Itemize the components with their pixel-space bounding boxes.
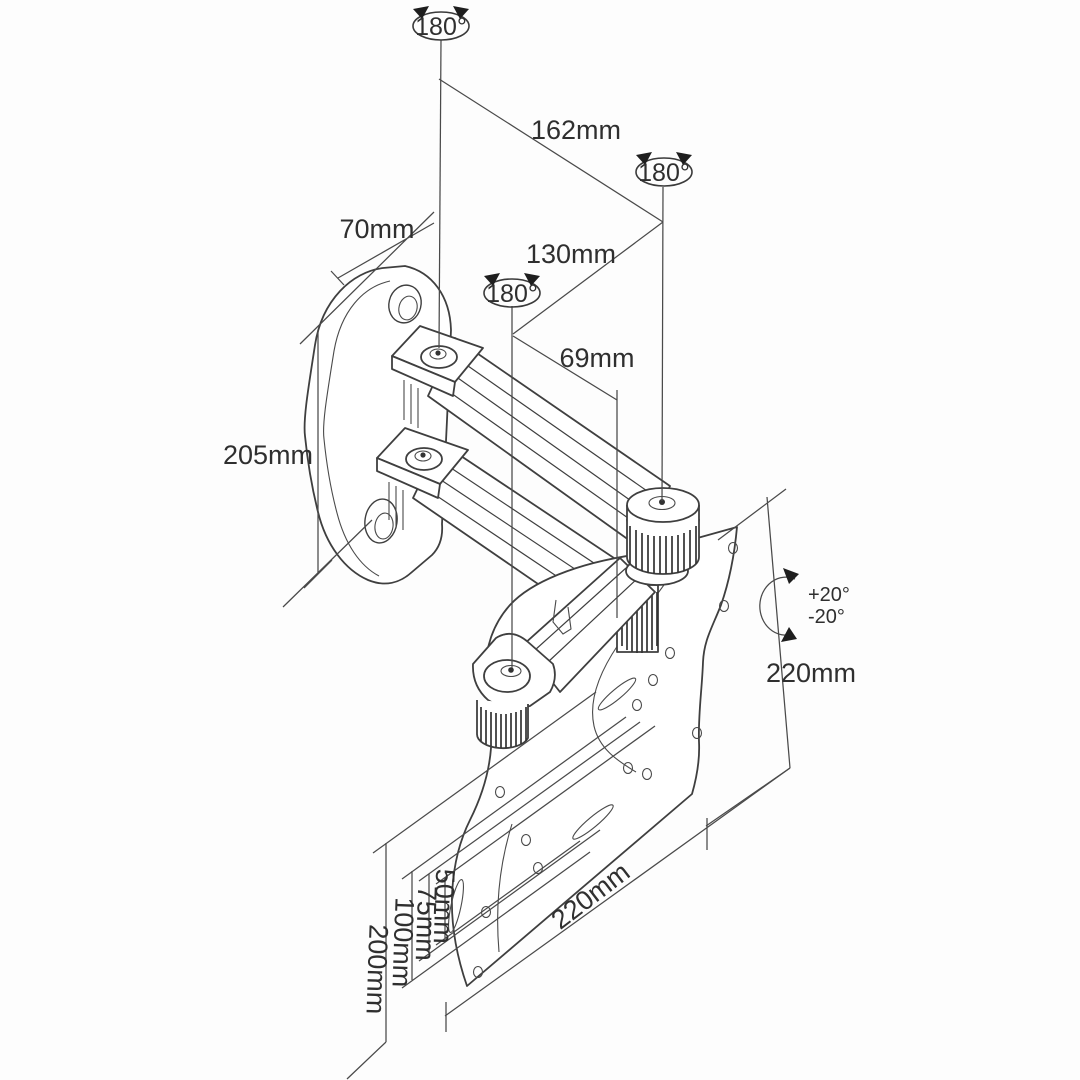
wall-upper-tab bbox=[391, 325, 484, 428]
tilt-arc bbox=[759, 568, 799, 642]
vesa-holes bbox=[472, 541, 739, 979]
vesa-slot bbox=[572, 804, 614, 840]
dim-label-205mm: 205mm bbox=[223, 440, 313, 470]
rotation-symbol-wall: 180° bbox=[412, 5, 470, 41]
swivel-front-label: 180° bbox=[486, 280, 538, 308]
cable-clip bbox=[552, 599, 572, 635]
dim-label-50mm: 50mm bbox=[428, 868, 461, 944]
dim-label-200mm: 200mm bbox=[360, 924, 393, 1015]
tilt-down-label: -20° bbox=[808, 606, 845, 628]
dim-line-220mm-width bbox=[444, 767, 791, 1032]
dim-label-75mm: 75mm bbox=[410, 885, 443, 961]
rotation-symbol-mid: 180° bbox=[635, 151, 693, 187]
vesa-dimension-lines bbox=[346, 691, 656, 1080]
mid-joint-knob bbox=[625, 487, 700, 586]
wall-lower-pivot-washer bbox=[405, 447, 443, 471]
dim-label-70mm: 70mm bbox=[339, 214, 414, 244]
dim-label-220mm-height: 220mm bbox=[766, 658, 856, 688]
dim-label-100mm: 100mm bbox=[386, 897, 419, 988]
leader-swivel-wall bbox=[438, 39, 442, 349]
dim-line-70mm bbox=[299, 211, 435, 345]
tilt-up-label: +20° bbox=[808, 584, 850, 606]
vesa-slot bbox=[448, 879, 464, 933]
dimension-lines bbox=[282, 39, 799, 1080]
wall-lower-tab bbox=[376, 427, 469, 530]
leader-swivel-mid bbox=[661, 186, 664, 502]
dim-label-162mm: 162mm bbox=[531, 115, 621, 145]
dim-line-130mm bbox=[512, 221, 664, 335]
rotation-symbol-front: 180° bbox=[483, 272, 541, 308]
swivel-mid-label: 180° bbox=[638, 159, 690, 187]
tv-joint-knob bbox=[472, 632, 556, 750]
dim-line-205mm bbox=[282, 330, 373, 608]
swivel-wall-label: 180° bbox=[415, 13, 467, 41]
vesa-slot bbox=[597, 677, 637, 711]
vesa-plate-cutout-curve bbox=[592, 535, 689, 773]
dim-label-130mm: 130mm bbox=[526, 239, 616, 269]
dim-line-69mm bbox=[512, 335, 618, 618]
wall-plate-top-hole bbox=[388, 284, 422, 324]
dim-label-69mm: 69mm bbox=[559, 343, 634, 373]
dim-line-162mm bbox=[438, 78, 664, 223]
wall-plate bbox=[303, 265, 452, 585]
